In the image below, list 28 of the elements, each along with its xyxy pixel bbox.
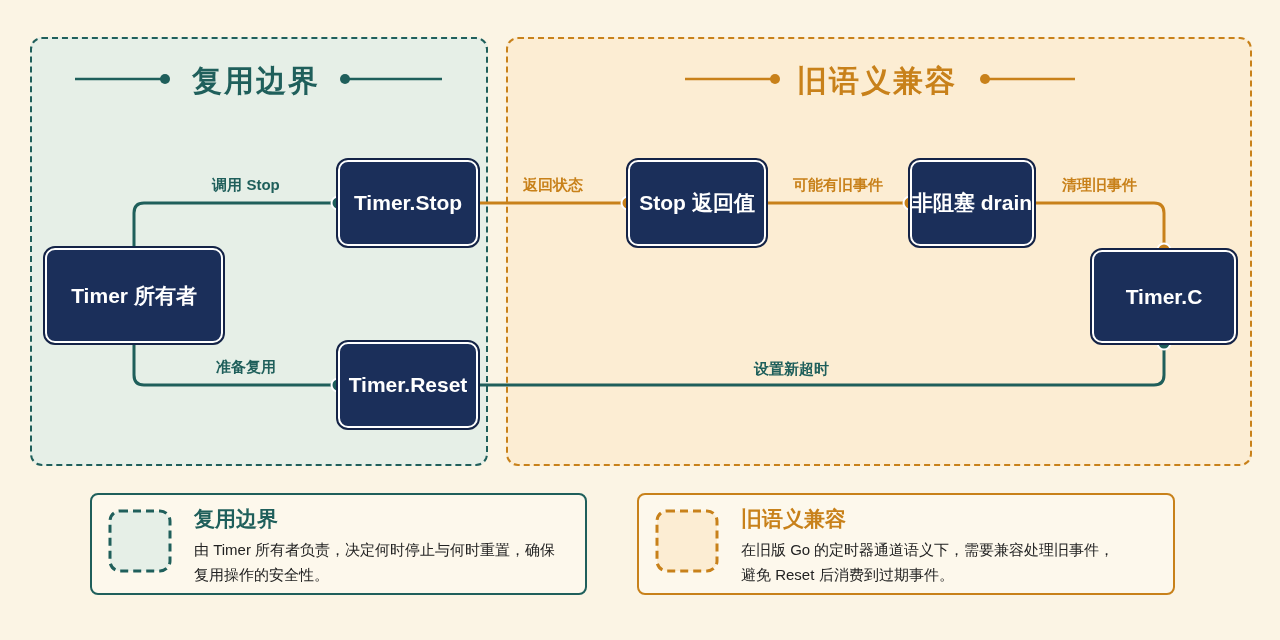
region-title: 旧语义兼容 [797, 63, 957, 99]
edge-label: 准备复用 [215, 357, 277, 377]
process-box [910, 160, 1034, 246]
process-box [338, 342, 478, 428]
region-title: 复用边界 [192, 63, 320, 99]
box-label: Timer 所有者 [71, 282, 197, 309]
edge-label: 调用 Stop [210, 175, 281, 195]
box-label: Stop 返回值 [639, 190, 755, 216]
dashed-region [506, 37, 1252, 466]
process-box [338, 160, 478, 246]
edge-label: 可能有旧事件 [792, 175, 884, 195]
card-heading: 旧语义兼容 [741, 506, 846, 532]
dashed-region [30, 37, 488, 466]
box-label: 非阻塞 drain [911, 190, 1033, 216]
edge-label: 返回状态 [522, 175, 584, 195]
process-box [628, 160, 766, 246]
process-box [45, 248, 223, 343]
box-label: Timer.C [1125, 284, 1203, 309]
card-heading: 复用边界 [194, 506, 278, 532]
card-description: 由 Timer 所有者负责，决定何时停止与何时重置，确保复用操作的安全性。 [194, 540, 556, 585]
edge-label: 清理旧事件 [1060, 175, 1138, 195]
box-label: Timer.Stop [353, 191, 463, 215]
edge-label: 设置新超时 [752, 359, 830, 379]
process-box [1092, 250, 1236, 343]
box-label: Timer.Reset [348, 373, 468, 397]
legend-card [90, 493, 587, 595]
legend-card [637, 493, 1175, 595]
card-description: 在旧版 Go 的定时器通道语义下，需要兼容处理旧事件，避免 Reset 后消费到过期事件。 [741, 540, 1116, 585]
